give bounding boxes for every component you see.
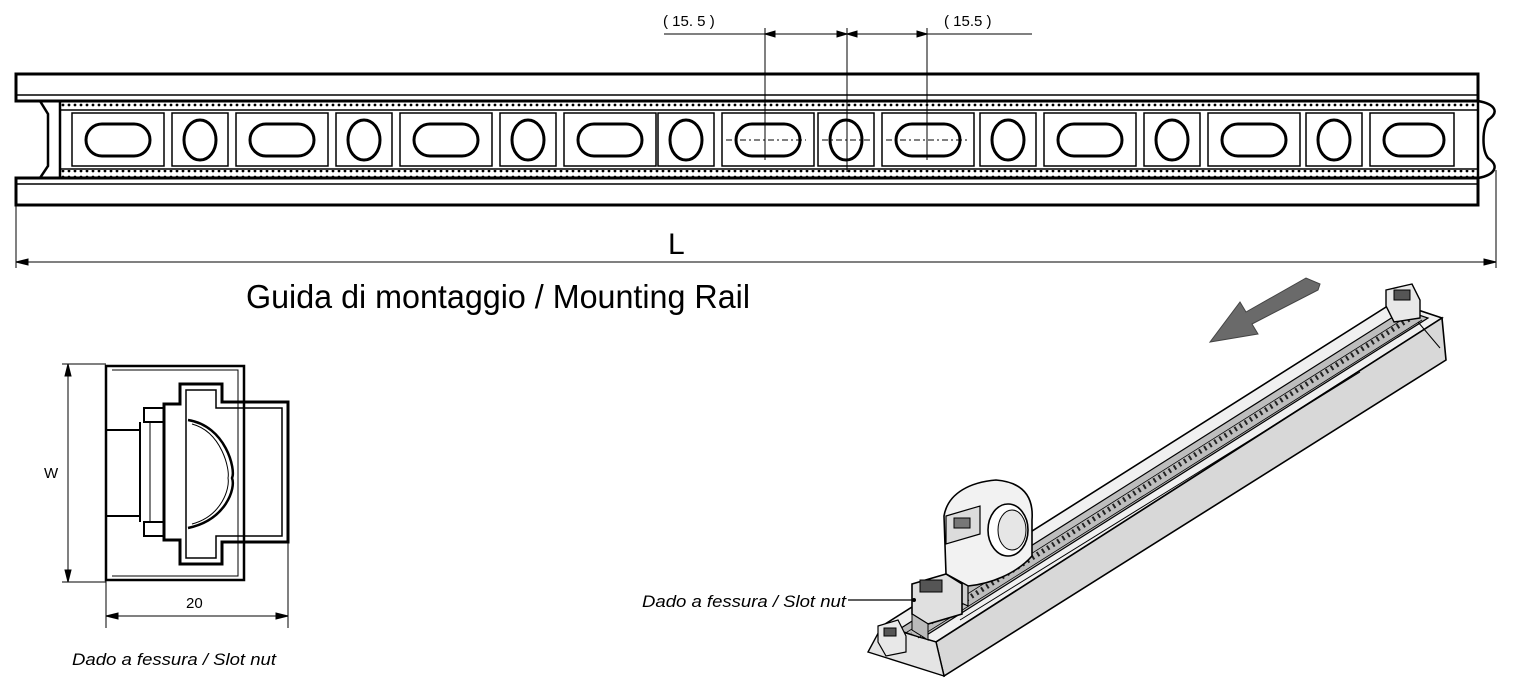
slot-cell [1043,112,1137,167]
slot-round [1154,118,1190,162]
slot-centerlines [726,28,968,172]
width-label: W [44,465,59,482]
rail-left-end [16,99,50,180]
slot-cell [335,112,393,167]
rail-right-end [1477,99,1496,180]
nut-curved-face [187,418,235,530]
depth-label: 20 [186,595,203,612]
slot-cell [1369,112,1455,167]
spacing-label-right: ( 15.5 ) [944,13,992,30]
width-dimension [62,363,106,583]
slot-round [668,118,704,162]
iso-pipe-clamp [943,479,1033,607]
slot-cell [1305,112,1363,167]
slot-round [828,118,864,162]
slot-oblong [412,122,480,158]
nut-body [162,382,290,566]
spacing-dimension [664,30,1032,38]
slot-cell [71,112,165,167]
rail-title: Guida di montaggio / Mounting Rail [246,278,750,315]
slot-oblong [1056,122,1124,158]
slot-cell [1207,112,1301,167]
slot-cell [721,112,815,167]
spacing-label-left: ( 15. 5 ) [663,13,715,30]
slot-cell [979,112,1037,167]
slot-cell [399,112,493,167]
mounting-rail-drawing [14,72,1496,207]
slot-nut-drawing [104,364,290,582]
slot-cell [881,112,975,167]
slot-cell [817,112,875,167]
depth-dimension [105,542,289,628]
slot-nut-caption: Dado a fessura / Slot nut [72,650,277,669]
slot-round [510,118,546,162]
slot-oblong [248,122,316,158]
slot-cell [1143,112,1201,167]
slot-round [1316,118,1352,162]
length-label: L [668,228,685,261]
rail-bottom-flange [14,176,1480,207]
slot-round [182,118,218,162]
slot-round [990,118,1026,162]
direction-arrow-icon [1208,277,1321,343]
slot-oblong [84,122,152,158]
slot-oblong [576,122,644,158]
iso-slot-nut-callout: Dado a fessura / Slot nut [642,592,847,611]
slot-cell [499,112,557,167]
iso-slot-nut [911,573,963,641]
slot-oblong [1382,122,1446,158]
isometric-rail-view [848,277,1447,678]
rail-teeth-bottom [60,170,1478,178]
slot-cell [171,112,229,167]
slot-oblong [1220,122,1288,158]
slot-round [346,118,382,162]
slot-cell [657,112,715,167]
slot-cell [563,112,657,167]
rail-teeth-top [60,101,1478,109]
slot-cell [235,112,329,167]
rail-top-flange [14,72,1480,103]
length-dimension [15,170,1497,268]
